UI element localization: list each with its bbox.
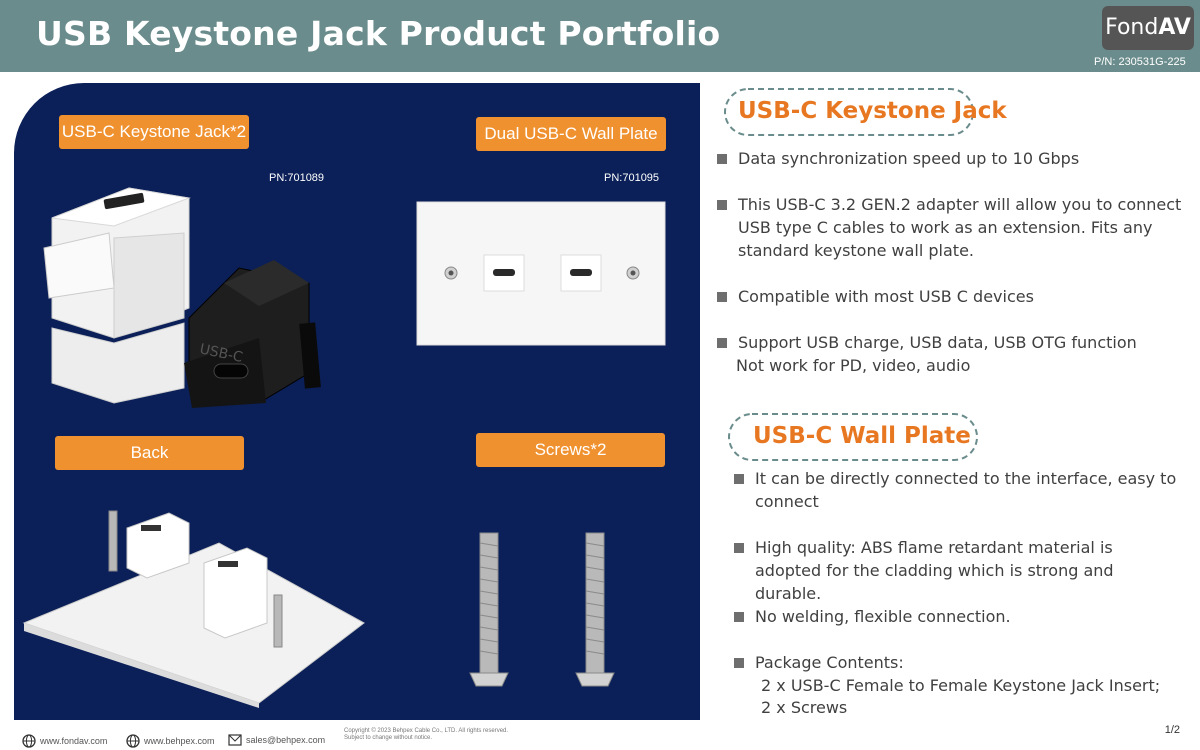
footer: www.fondav.com www.behpex.com sales@behp…	[0, 728, 1200, 750]
screws-image	[469, 532, 615, 687]
package-line: 2 x Screws	[761, 698, 848, 717]
wall-plate-image	[416, 201, 666, 346]
keystone-bullet: This USB-C 3.2 GEN.2 adapter will allow …	[717, 193, 1187, 262]
keystone-note: Not work for PD, video, audio	[736, 356, 971, 375]
tag-wall-plate: Dual USB-C Wall Plate	[476, 117, 666, 151]
page-title: USB Keystone Jack Product Portfolio	[36, 14, 721, 53]
globe-icon	[126, 734, 140, 748]
tag-back: Back	[55, 436, 244, 470]
keystone-section-title: USB-C Keystone Jack	[738, 98, 1007, 124]
pn-wall-plate: PN:701095	[604, 172, 660, 184]
pn-keystone: PN:701089	[269, 172, 325, 184]
wallplate-bullet: Package Contents:	[734, 651, 1179, 674]
wallplate-bullet: No welding, flexible connection.	[734, 605, 1179, 628]
tag-keystone-jack: USB-C Keystone Jack*2	[59, 115, 249, 149]
wallplate-section-title: USB-C Wall Plate	[753, 423, 971, 449]
mail-icon	[228, 734, 242, 746]
keystone-jack-image: USB-C	[43, 187, 321, 408]
header-bar: USB Keystone Jack Product Portfolio Fond…	[0, 0, 1200, 72]
footer-site-fondav[interactable]: www.fondav.com	[22, 734, 107, 748]
wallplate-bullet: It can be directly connected to the inte…	[734, 467, 1179, 513]
keystone-bullet: Compatible with most USB C devices	[717, 285, 1187, 308]
footer-email[interactable]: sales@behpex.com	[228, 734, 325, 746]
footer-site-behpex[interactable]: www.behpex.com	[126, 734, 215, 748]
wallplate-bullet: High quality: ABS flame retardant materi…	[734, 536, 1179, 605]
wall-plate-back-image	[22, 510, 365, 708]
product-image-panel: USB-C Keystone Jack*2 Dual USB-C Wall Pl…	[14, 83, 700, 720]
footer-legal: Copyright © 2023 Behpex Cable Co., LTD. …	[344, 728, 509, 741]
keystone-bullet: Support USB charge, USB data, USB OTG fu…	[717, 331, 1187, 354]
keystone-title-frame	[724, 88, 974, 136]
package-line: 2 x USB-C Female to Female Keystone Jack…	[761, 676, 1161, 695]
wallplate-title-frame	[728, 413, 978, 461]
keystone-bullet: Data synchronization speed up to 10 Gbps	[717, 147, 1187, 170]
globe-icon	[22, 734, 36, 748]
document-part-number: P/N: 230531G-225	[1094, 56, 1186, 68]
tag-screws: Screws*2	[476, 433, 665, 467]
fondav-logo: FondAV	[1102, 6, 1194, 50]
page-number: 1/2	[1164, 724, 1180, 736]
